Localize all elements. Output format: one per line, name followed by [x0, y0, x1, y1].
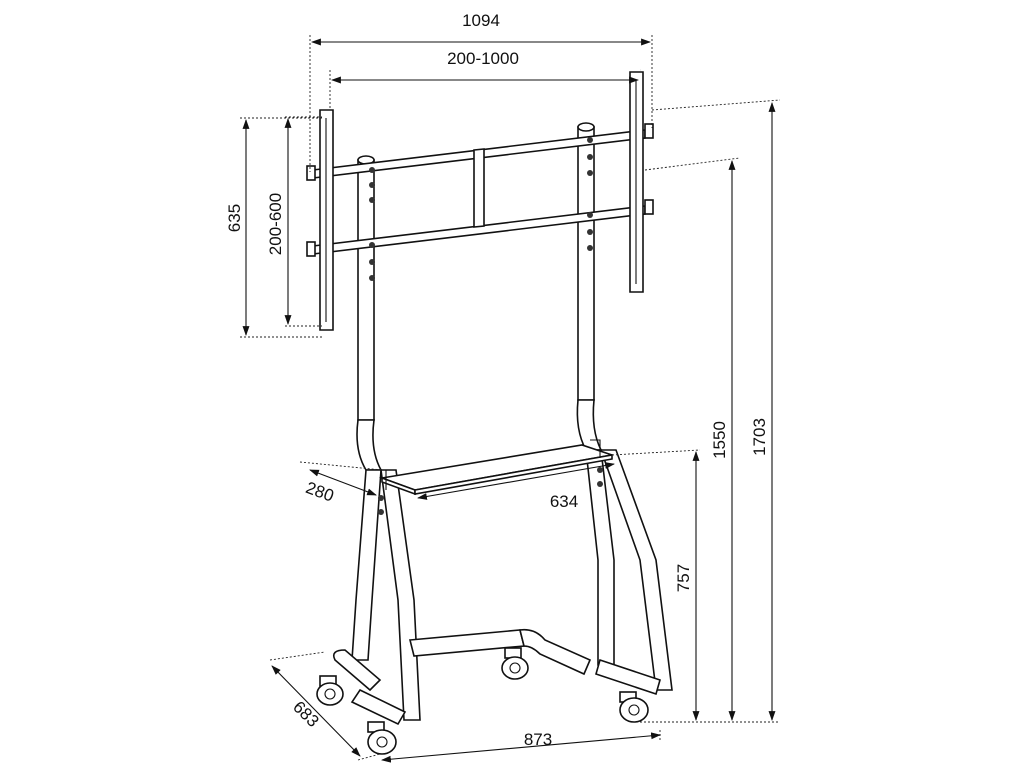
- caster-rear-left: [316, 675, 344, 706]
- caster-rear-right: [501, 647, 529, 680]
- label-total-width: 1094: [462, 11, 500, 30]
- dimension-lines: [242, 38, 776, 763]
- glass-shelf: [376, 439, 613, 496]
- left-vesa-arm: [319, 109, 334, 331]
- label-shelf-depth: 280: [303, 478, 336, 506]
- dim-line-shelf-depth: [309, 469, 377, 496]
- label-base-width: 873: [524, 730, 552, 749]
- left-column: [357, 155, 375, 421]
- extension-lines: [240, 35, 781, 761]
- left-lower-leg: [351, 419, 421, 721]
- label-vesa-height: 200-600: [266, 193, 285, 255]
- dim-line-base-depth: [271, 665, 361, 757]
- label-max-height: 1703: [750, 418, 769, 456]
- stand-illustration: [306, 71, 673, 755]
- label-shelf-height: 757: [674, 564, 693, 592]
- dim-line-base-width: [381, 732, 661, 763]
- right-lower-leg: [576, 399, 673, 691]
- label-vesa-width: 200-1000: [447, 49, 519, 68]
- label-shelf-width: 634: [550, 492, 578, 511]
- label-min-height: 1550: [710, 421, 729, 459]
- caster-front-left: [367, 721, 397, 755]
- right-column: [577, 122, 595, 401]
- caster-front-right: [619, 691, 649, 723]
- right-vesa-arm: [629, 71, 644, 293]
- dim-line-shelf-width: [417, 462, 615, 500]
- label-base-depth: 683: [289, 697, 322, 730]
- label-bracket-height: 635: [225, 204, 244, 232]
- center-brace: [473, 148, 485, 228]
- bottom-rail: [306, 199, 654, 257]
